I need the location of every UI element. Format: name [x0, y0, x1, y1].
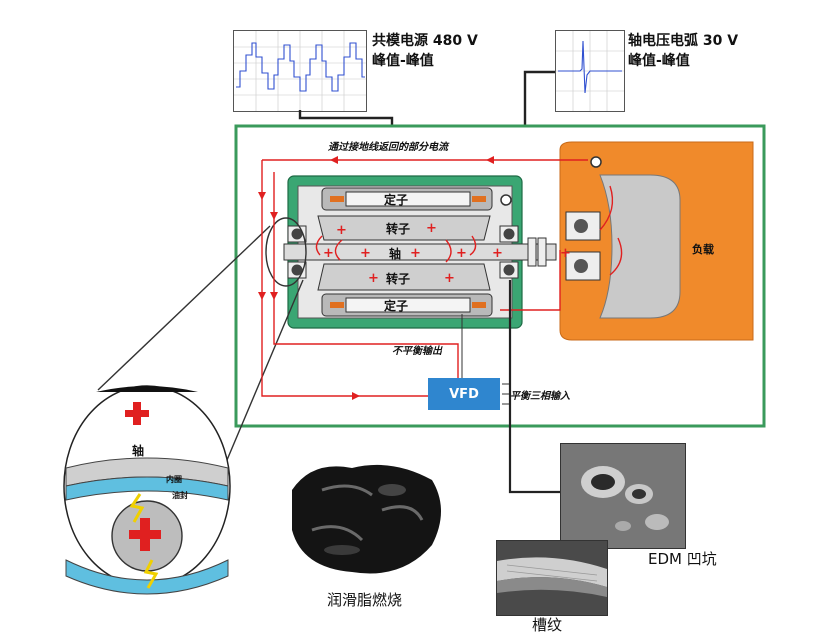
- common-mode-waveform: [234, 31, 366, 111]
- groove-caption: 槽纹: [532, 616, 563, 634]
- grease-caption: 润滑脂燃烧: [327, 591, 403, 609]
- svg-text:+: +: [492, 246, 503, 261]
- shaft-label: 轴: [388, 247, 401, 261]
- rotor-bottom-label: 转子: [385, 272, 410, 286]
- vfd-box: VFD: [428, 378, 500, 410]
- balanced-input-label: 平衡三相输入: [510, 391, 570, 402]
- edm-pits-image: [560, 443, 686, 549]
- unbalanced-output-label: 不平衡输出: [392, 346, 442, 357]
- svg-text:+: +: [323, 246, 334, 261]
- load-label: 负载: [692, 243, 714, 256]
- shaft-voltage-waveform: [556, 31, 624, 111]
- svg-text:+: +: [368, 271, 379, 286]
- svg-text:+: +: [336, 223, 347, 238]
- oil-film-label: 油封: [172, 491, 188, 500]
- common-mode-title: 共模电源 480 V: [372, 33, 478, 49]
- rotor-top-label: 转子: [385, 222, 410, 236]
- svg-text:+: +: [426, 221, 437, 236]
- common-mode-scope: [233, 30, 367, 112]
- shaft-voltage-title: 轴电压电弧 30 V: [628, 33, 739, 49]
- svg-text:+: +: [444, 271, 455, 286]
- edm-caption: EDM 凹坑: [648, 550, 717, 568]
- return-current-label: 通过接地线返回的部分电流: [328, 142, 448, 153]
- svg-text:+: +: [456, 246, 467, 261]
- shaft-voltage-scope: [555, 30, 625, 112]
- shaft: [283, 243, 557, 261]
- fluting-grooves-image: [496, 540, 608, 616]
- svg-text:+: +: [360, 246, 371, 261]
- zoom-shaft-label: 轴: [132, 444, 145, 458]
- stator-top-label: 定子: [383, 193, 408, 207]
- burnt-grease-image: [292, 464, 441, 574]
- stator-bottom-label: 定子: [383, 299, 408, 313]
- load-cavity: [599, 174, 681, 319]
- svg-text:+: +: [560, 246, 571, 261]
- common-mode-subtitle: 峰值-峰值: [372, 53, 434, 69]
- inner-race-label: 内圈: [166, 475, 182, 484]
- shaft-voltage-subtitle: 峰值-峰值: [628, 53, 690, 69]
- svg-text:+: +: [410, 246, 421, 261]
